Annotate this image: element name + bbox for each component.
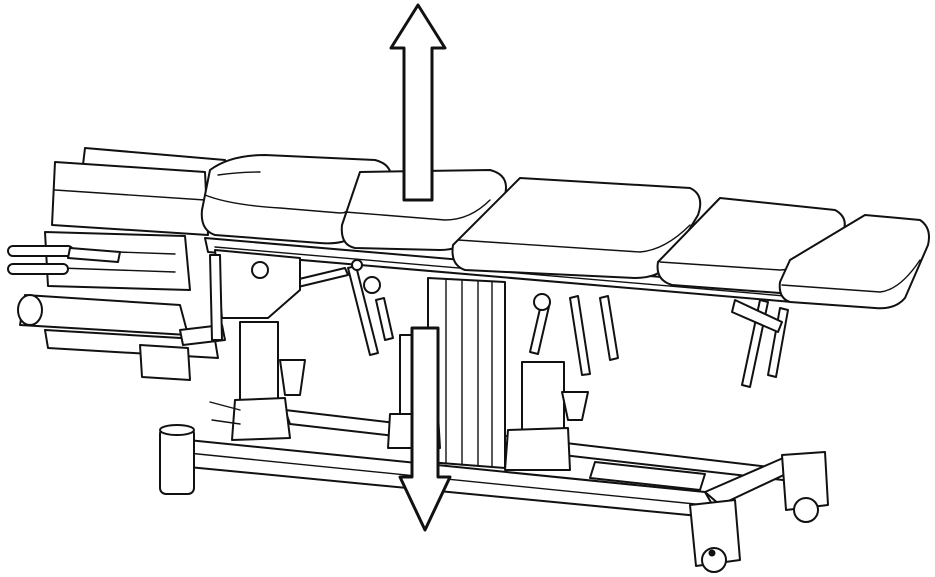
cushions	[200, 154, 930, 310]
head-section	[7, 147, 229, 381]
down-arrow	[398, 326, 452, 532]
up-arrow	[389, 3, 447, 202]
lift-column	[427, 277, 506, 469]
